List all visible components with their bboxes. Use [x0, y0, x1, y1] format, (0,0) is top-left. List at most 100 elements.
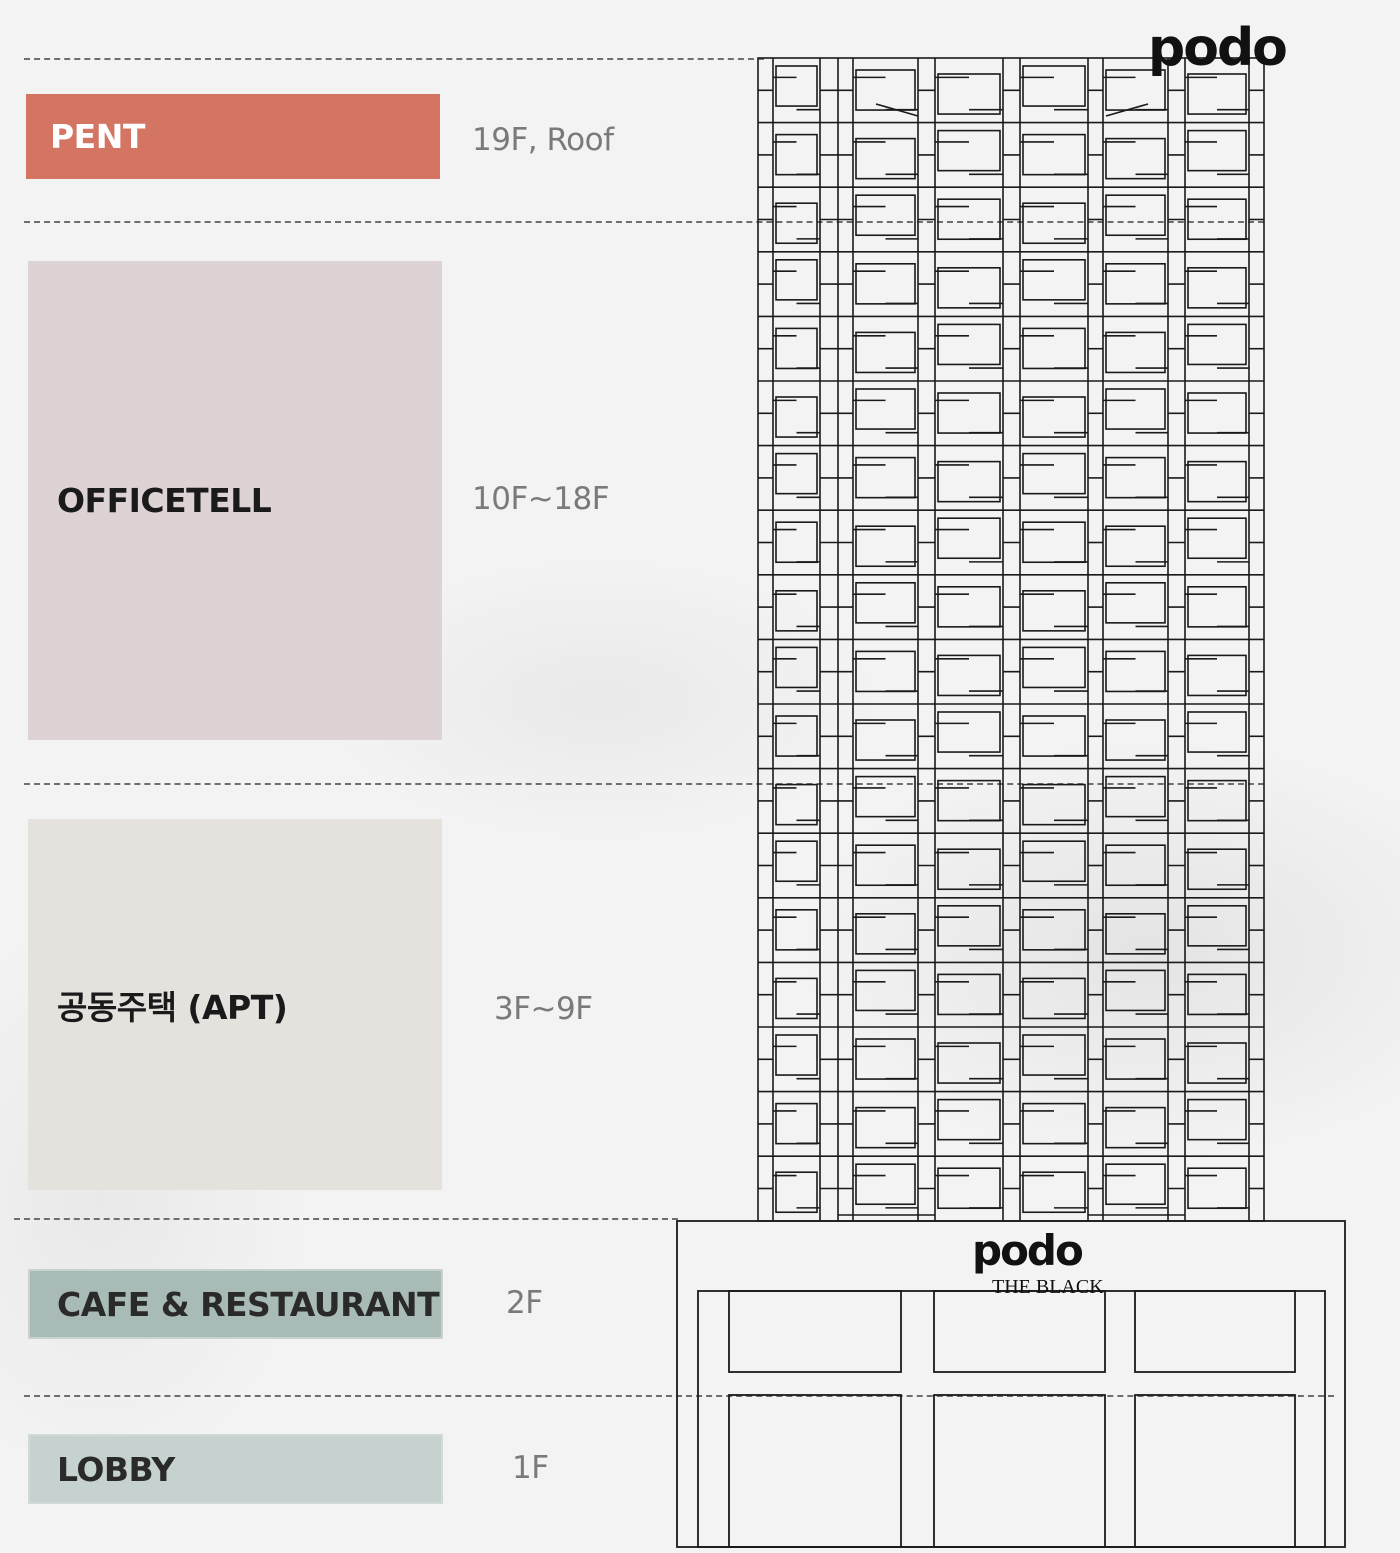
tower-window-panel	[1105, 719, 1166, 761]
tower-window-panel	[1022, 646, 1086, 689]
tower-window-panel	[1022, 65, 1086, 107]
tower-window-panel	[855, 525, 916, 568]
podium-window-1f-left	[728, 1394, 902, 1548]
tower-window-panel	[1105, 137, 1166, 180]
tower-window-panel	[855, 69, 916, 111]
tower-window-panel	[937, 654, 1001, 697]
tower-window-panel	[775, 646, 818, 689]
tower-window-panel	[775, 133, 818, 176]
tower-window-panel	[937, 460, 1001, 503]
tower-window-panel	[1022, 783, 1086, 826]
base-subtitle: THE BLACK	[992, 1276, 1104, 1298]
tower-window-panel	[775, 258, 818, 301]
tower-window-panel	[855, 388, 916, 430]
tower-window-panel	[1187, 973, 1247, 1016]
tower-window-panel	[775, 589, 818, 632]
podo-logo-top: podo	[1148, 18, 1288, 78]
tower-window-panel	[937, 517, 1001, 560]
separator-pent-officetell	[24, 221, 1264, 223]
tower-window-panel	[1105, 1163, 1166, 1206]
tower-window-panel	[1105, 331, 1166, 374]
tower-window-panel	[855, 775, 916, 818]
tower-window-panel	[855, 331, 916, 374]
tower-window-panel	[1187, 198, 1247, 241]
tower-window-panel	[1187, 392, 1247, 434]
zone-officetell: OFFICETELL	[28, 261, 442, 740]
tower-window-panel	[855, 137, 916, 180]
tower-window-panel	[937, 1167, 1001, 1210]
tower-window-panel	[937, 73, 1001, 115]
tower-window-panel	[1187, 848, 1247, 891]
tower-window-panel	[855, 194, 916, 237]
tower-window-panel	[775, 783, 818, 826]
floors-apt: 3F~9F	[494, 991, 593, 1027]
tower-window-panel	[937, 129, 1001, 172]
zone-apt-label: 공동주택 (APT)	[57, 987, 288, 1027]
tower-window-panel	[1187, 517, 1247, 560]
tower-window-panel	[775, 327, 818, 370]
tower-window-panel	[1022, 589, 1086, 632]
zone-apt: 공동주택 (APT)	[28, 819, 442, 1190]
tower-window-panel	[937, 323, 1001, 366]
tower-window-panel	[775, 1171, 818, 1214]
tower-window-panel	[855, 844, 916, 887]
tower-window-panel	[1022, 521, 1086, 564]
tower-window-panel	[775, 452, 818, 495]
zone-pent-label: PENT	[50, 117, 145, 156]
zone-officetell-label: OFFICETELL	[57, 481, 272, 520]
tower-window-panel	[937, 973, 1001, 1016]
floors-pent: 19F, Roof	[472, 122, 614, 158]
tower-window-panel	[1022, 977, 1086, 1020]
tower-window-panel	[775, 202, 818, 245]
tower-window-panel	[775, 521, 818, 564]
tower-window-panel	[1187, 323, 1247, 366]
podium-window-2f-right	[1134, 1290, 1296, 1373]
tower-window-panel	[775, 977, 818, 1020]
zone-lobby-label: LOBBY	[57, 1449, 175, 1489]
tower-window-panel	[1105, 650, 1166, 693]
tower-window-panel	[937, 198, 1001, 241]
tower-window-panel	[1187, 1167, 1247, 1210]
tower-window-panel	[937, 711, 1001, 753]
zone-lobby: LOBBY	[28, 1434, 443, 1504]
tower-window-panel	[1105, 969, 1166, 1012]
tower-window-panel	[1022, 715, 1086, 757]
tower-window-panel	[1187, 1098, 1247, 1141]
tower-window-panel	[855, 969, 916, 1012]
tower-window-panel	[1022, 327, 1086, 370]
tower-window-panel	[1105, 194, 1166, 237]
tower-window-panel	[1022, 258, 1086, 301]
tower-window-panel	[1105, 912, 1166, 955]
tower-window-panel	[775, 396, 818, 438]
tower-window-panel	[855, 1106, 916, 1149]
roof-details	[875, 103, 1149, 117]
tower-window-panel	[1105, 525, 1166, 568]
tower-window-panel	[1105, 456, 1166, 499]
tower-window-panel	[1022, 202, 1086, 245]
tower-window-panel	[855, 262, 916, 305]
floors-lobby: 1F	[512, 1450, 549, 1486]
tower-window-panel	[1022, 908, 1086, 951]
podium-window-2f-center	[933, 1290, 1106, 1373]
tower-window-panel	[937, 1042, 1001, 1084]
tower-window-panel	[1105, 581, 1166, 624]
tower-window-panel	[1187, 1042, 1247, 1084]
tower-window-panel	[775, 65, 818, 107]
tower-window-panel	[1187, 73, 1247, 115]
tower-window-panel	[855, 456, 916, 499]
tower-facade	[757, 57, 1265, 1222]
tower-window-panel	[937, 904, 1001, 947]
tower-window-panel	[1105, 1106, 1166, 1149]
tower-window-panel	[855, 912, 916, 955]
tower-window-panel	[1187, 585, 1247, 628]
tower-window-panel	[937, 779, 1001, 822]
tower-window-panel	[1105, 262, 1166, 305]
tower-window-panel	[1187, 460, 1247, 503]
tower-window-panel	[1105, 844, 1166, 887]
separator-apt-cafe	[14, 1218, 678, 1220]
tower-window-panel	[1105, 1038, 1166, 1080]
tower-window-panel	[937, 848, 1001, 891]
tower-window-panel	[937, 392, 1001, 434]
tower-window-panel	[775, 908, 818, 951]
tower-window-panel	[1022, 840, 1086, 883]
